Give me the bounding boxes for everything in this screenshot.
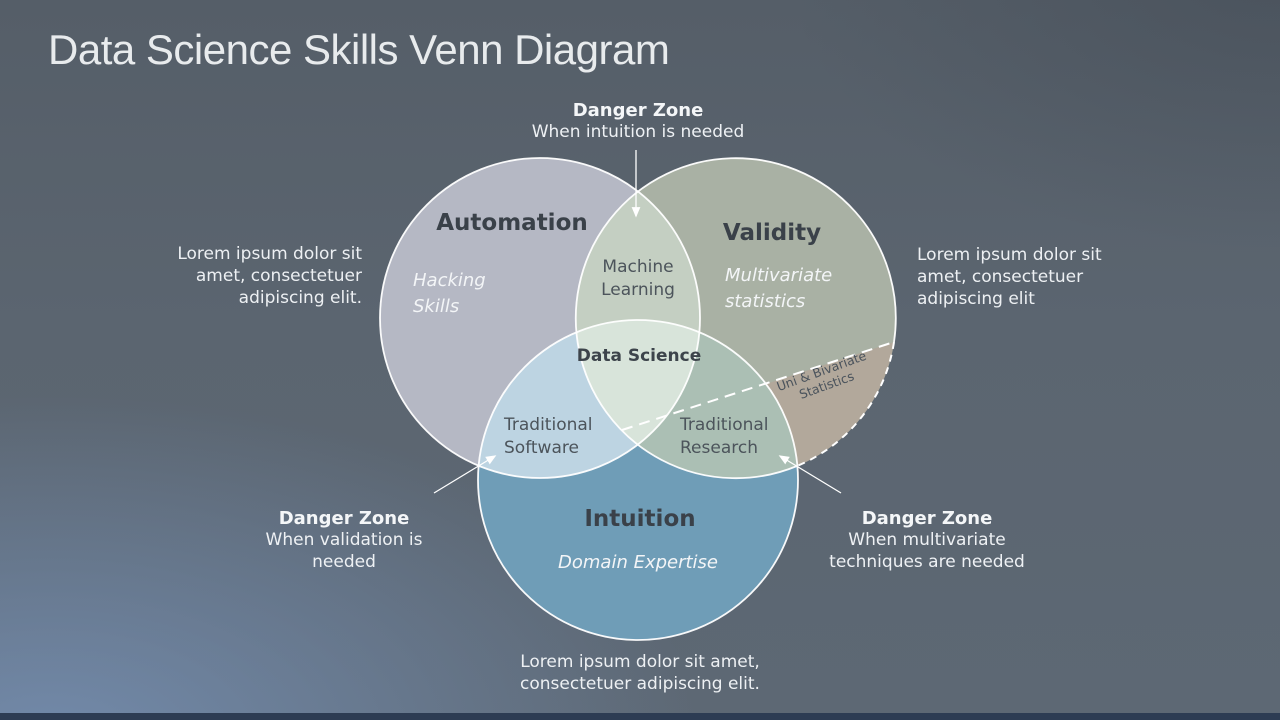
intuition-sublabel: Domain Expertise: [558, 552, 719, 573]
traditional-software-region: [478, 320, 700, 478]
note-bottom: Lorem ipsum dolor sit amet, consectetuer…: [520, 652, 760, 694]
note-left: Lorem ipsum dolor sit amet, consectetuer…: [177, 244, 362, 308]
danger-zone-left: Danger Zone When validation is needed: [244, 508, 444, 573]
validity-circle-outline: [574, 157, 897, 480]
slide-title: Data Science Skills Venn Diagram: [48, 26, 670, 73]
note-right: Lorem ipsum dolor sit amet, consectetuer…: [917, 245, 1102, 309]
intuition-circle-outline: [477, 319, 799, 641]
data-science-label: Data Science: [576, 346, 702, 366]
validity-label: Validity: [722, 220, 822, 246]
danger-zone-top-title: Danger Zone: [572, 100, 704, 121]
danger-zone-top: Danger Zone When intuition is needed: [468, 100, 808, 143]
wedge-divider-dashed-line: [621, 341, 895, 431]
traditional-research-region: [576, 320, 798, 478]
intuition-label: Intuition: [584, 506, 696, 532]
danger-zone-right-text: When multivariate techniques are needed: [829, 530, 1025, 572]
traditional-research-label: Traditional Research: [680, 415, 769, 458]
danger-zone-left-text: When validation is needed: [265, 530, 423, 572]
wedge-arc-dashed-line: [796, 341, 895, 467]
uni-bivariate-wedge: [766, 342, 894, 466]
danger-zone-right-title: Danger Zone: [861, 508, 993, 529]
machine-learning-label: Machine Learning: [601, 257, 675, 300]
validity-sublabel: Multivariate statistics: [725, 265, 833, 312]
danger-zone-right: Danger Zone When multivariate techniques…: [806, 508, 1048, 573]
automation-label: Automation: [436, 210, 588, 236]
danger-zone-top-text: When intuition is needed: [531, 122, 745, 142]
traditional-software-label: Traditional Software: [504, 415, 593, 458]
danger-zone-left-title: Danger Zone: [278, 508, 410, 529]
automation-sublabel: Hacking Skills: [413, 270, 486, 317]
automation-circle-outline: [379, 157, 701, 479]
danger-zone-left-arrow: [433, 455, 497, 494]
bottom-accent-bar: [0, 713, 1280, 720]
danger-zone-right-arrow: [778, 455, 842, 494]
